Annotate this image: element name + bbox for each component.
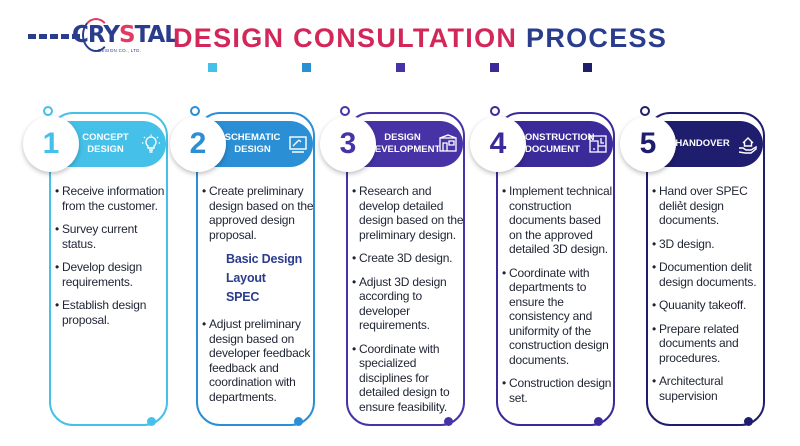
bullet-item: Construction design set.: [502, 376, 616, 405]
step-bullets: Hand over SPEC deliẻt design documents. …: [652, 184, 766, 412]
blueprint-icon: [589, 135, 607, 153]
title-mark-2: [302, 63, 311, 72]
lightbulb-icon: [142, 134, 160, 153]
step-bullets: Receive information from the customer. S…: [55, 184, 169, 336]
house-in-hand-icon: [738, 137, 757, 154]
deliverables-list: Basic Design Layout SPEC: [226, 250, 316, 307]
bullet-item: Hand over SPEC deliẻt design documents.: [652, 184, 766, 228]
page-title: DESIGN CONSULTATION PROCESS: [173, 23, 667, 54]
step-number: 4: [489, 127, 507, 160]
deliverable-item: Basic Design: [226, 252, 303, 266]
step-card-3: DESIGN DEVELOPMENT 3 Research and develo…: [320, 106, 466, 430]
bullet-item: Create preliminary design based on the a…: [202, 184, 316, 242]
bullet-item: Adjust preliminary design based on devel…: [202, 317, 316, 404]
step-frame: [196, 112, 315, 426]
step-card-2: SCHEMATIC DESIGN 2 Create preliminary de…: [170, 106, 316, 430]
step-number: 1: [42, 127, 60, 160]
bullet-item: Adjust 3D design according to developer …: [352, 275, 466, 333]
step-label: CONCEPT DESIGN: [82, 132, 129, 155]
step-card-5: HANDOVER 5 Hand over SPEC deliẻt design …: [620, 106, 766, 430]
bullet-item: Create 3D design.: [352, 251, 466, 266]
step-end-dot: [294, 417, 303, 426]
bullet-item: Quuanity takeoff.: [652, 298, 766, 313]
bullet-item: Coordinate with departments to ensure th…: [502, 266, 616, 368]
step-connector-dot: [340, 106, 350, 116]
step-number-badge: 3: [320, 116, 376, 172]
logo-subtitle: DESIGN CO., LTD.: [98, 48, 142, 53]
logo-dashes: [28, 34, 80, 39]
title-mark-3: [396, 63, 405, 72]
bullet-item: Documention delit design documents.: [652, 260, 766, 289]
logo-wordmark: CRYSTAL: [72, 22, 179, 48]
step-number: 2: [189, 127, 207, 160]
step-card-4: CONSTRUCTION DOCUMENT 4 Implement techni…: [470, 106, 616, 430]
title-part-2: PROCESS: [526, 23, 668, 53]
step-bullets: Implement technical construction documen…: [502, 184, 616, 414]
step-label: DESIGN DEVELOPMENT: [368, 132, 441, 155]
step-end-dot: [444, 417, 453, 426]
bullet-item: 3D design.: [652, 237, 766, 252]
step-number-badge: 1: [23, 116, 79, 172]
bullet-item: Research and develop detailed design bas…: [352, 184, 466, 242]
drafting-board-icon: [289, 136, 307, 153]
bullet-item: Architectural supervision: [652, 374, 766, 403]
building-plan-icon: [439, 134, 457, 152]
title-mark-1: [208, 63, 217, 72]
title-mark-5: [583, 63, 592, 72]
bullet-item: Coordinate with specialized disciplines …: [352, 342, 466, 415]
step-connector-dot: [190, 106, 200, 116]
step-number-badge: 4: [470, 116, 526, 172]
step-bullets: Create preliminary design based on the a…: [202, 184, 316, 413]
step-number: 5: [639, 127, 657, 160]
title-part-1: DESIGN CONSULTATION: [173, 23, 518, 53]
deliverable-item: SPEC: [226, 290, 260, 304]
bullet-item: Receive information from the customer.: [55, 184, 169, 213]
step-end-dot: [147, 417, 156, 426]
step-connector-dot: [43, 106, 53, 116]
bullet-item: Prepare related documents and procedures…: [652, 322, 766, 366]
bullet-item: Implement technical construction documen…: [502, 184, 616, 257]
step-bullets: Research and develop detailed design bas…: [352, 184, 466, 423]
step-connector-dot: [640, 106, 650, 116]
step-card-1: CONCEPT DESIGN 1 Receive information fro…: [23, 106, 169, 430]
step-number: 3: [339, 127, 357, 160]
deliverable-item: Layout: [226, 271, 266, 285]
company-logo: CRYSTAL DESIGN CO., LTD.: [28, 18, 179, 58]
step-label: SCHEMATIC DESIGN: [224, 132, 281, 155]
step-end-dot: [744, 417, 753, 426]
bullet-item: Develop design requirements.: [55, 260, 169, 289]
step-label: CONSTRUCTION DOCUMENT: [518, 132, 595, 155]
step-end-dot: [594, 417, 603, 426]
title-mark-4: [490, 63, 499, 72]
title-color-marks: [0, 63, 800, 73]
bullet-item: Survey current status.: [55, 222, 169, 251]
step-number-badge: 5: [620, 116, 676, 172]
step-label: HANDOVER: [675, 138, 730, 149]
logo-ring: [82, 18, 110, 52]
step-number-badge: 2: [170, 116, 226, 172]
bullet-item: Establish design proposal.: [55, 298, 169, 327]
step-connector-dot: [490, 106, 500, 116]
step-frame: [346, 112, 465, 426]
